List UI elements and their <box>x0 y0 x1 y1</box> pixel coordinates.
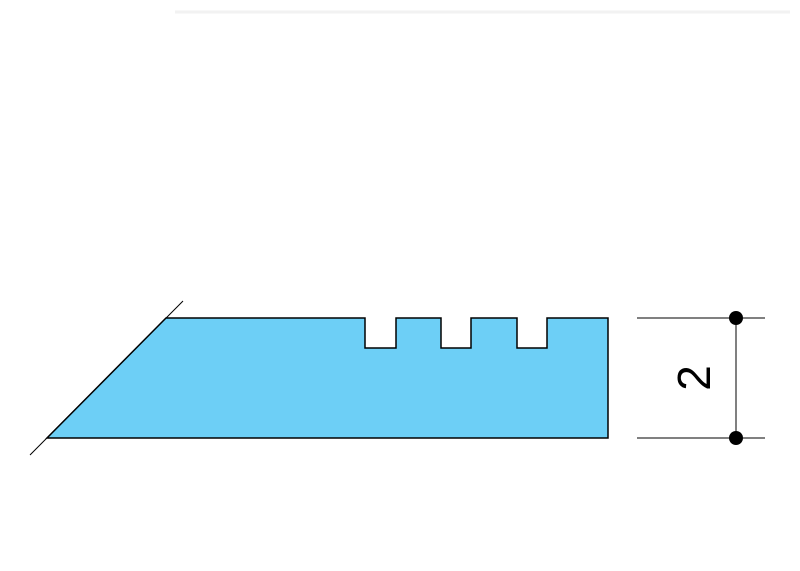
dimension-terminator-dot-bottom <box>729 431 743 445</box>
dimension-terminator-dot-top <box>729 311 743 325</box>
dimension-value-label: 2 <box>668 365 720 391</box>
notched-profile-shape <box>45 317 609 439</box>
